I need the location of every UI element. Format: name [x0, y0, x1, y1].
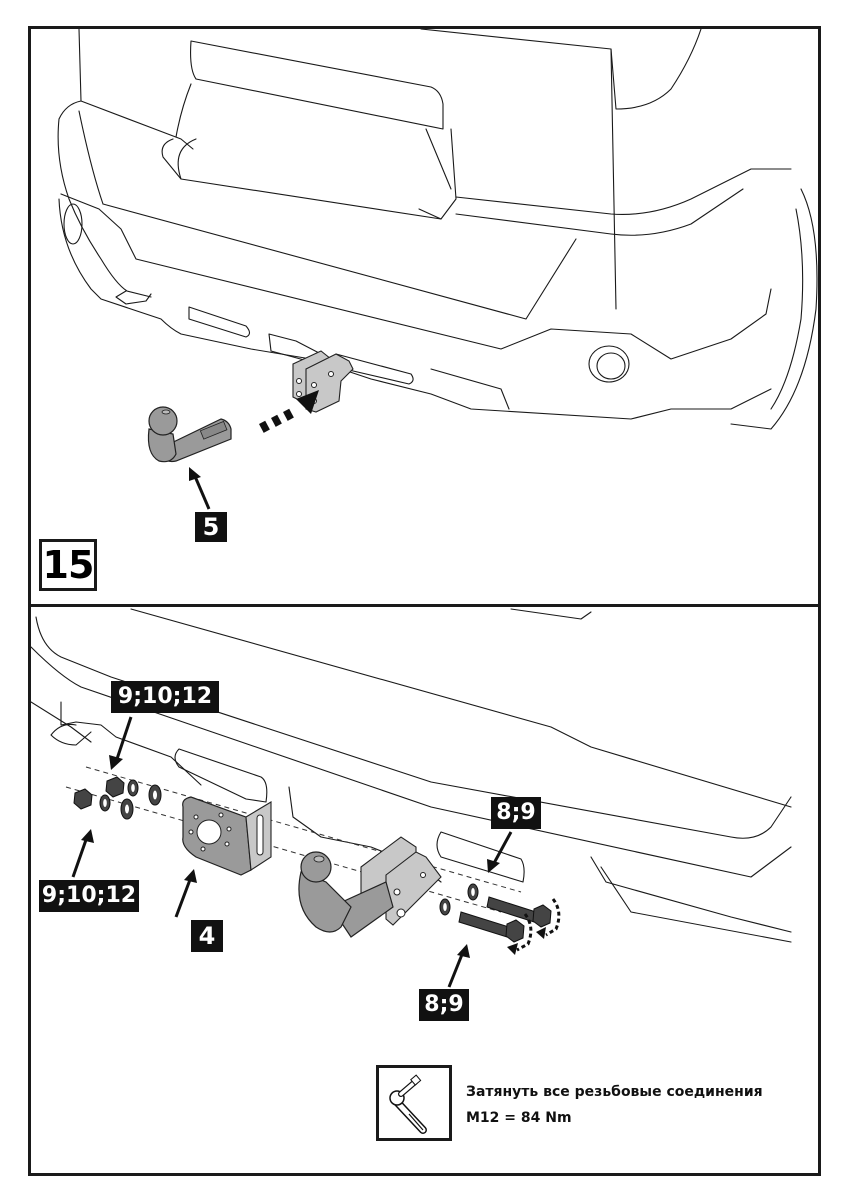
callout-arrow-5 — [192, 473, 211, 510]
torque-instruction-line1: Затянуть все резьбовые соединения — [466, 1084, 763, 1100]
bolts-group — [458, 896, 561, 955]
car-rear-drawing-top — [57, 29, 818, 510]
socket-bracket-part — [182, 796, 272, 876]
nut-lower — [73, 788, 93, 810]
nut-upper — [105, 776, 125, 798]
top-panel: 5 15 — [31, 29, 818, 601]
bottom-panel: 9;10;12 9;10;12 4 8;9 8;9 Затянуть все р… — [31, 604, 818, 1176]
car-rear-drawing-bottom — [31, 608, 792, 988]
step-number: 15 — [39, 539, 97, 591]
callout-label-bolts-lower: 8;9 — [419, 989, 469, 1021]
callout-label-4: 4 — [191, 920, 223, 952]
nuts-washers-group — [73, 776, 162, 820]
torque-instruction: Затянуть все резьбовые соединения M12 = … — [466, 1079, 763, 1131]
callout-label-bolts-upper: 8;9 — [491, 797, 541, 829]
insert-direction-arrow — [259, 390, 319, 433]
torque-wrench-icon — [389, 1074, 427, 1134]
callout-label-5: 5 — [195, 512, 227, 542]
callout-label-nuts-lower: 9;10;12 — [39, 880, 139, 912]
callout-label-nuts-upper: 9;10;12 — [111, 681, 219, 713]
torque-wrench-box — [376, 1065, 452, 1141]
tow-hitch-assembly — [298, 836, 442, 938]
torque-instruction-line2: M12 = 84 Nm — [466, 1110, 572, 1126]
instruction-frame: 5 15 — [28, 26, 821, 1176]
ball-neck-part — [147, 406, 232, 463]
tow-receiver-bracket — [292, 350, 354, 413]
